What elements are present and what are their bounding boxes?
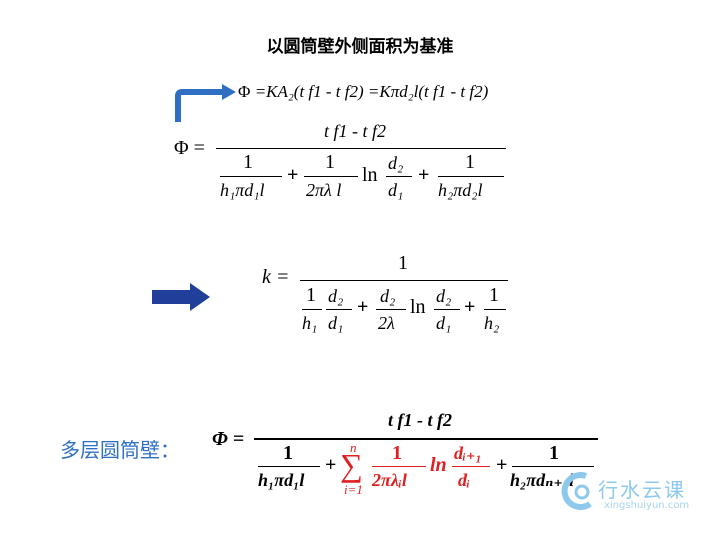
ml-main-fraction-bar [254, 438, 598, 440]
k-main-fraction-bar [300, 280, 508, 282]
k-t4-den: d₁ [436, 313, 452, 333]
k-t3-den: 2λ [378, 313, 395, 333]
phi-term1-num: 1 [243, 151, 253, 173]
ml-numerator: t f1 - t f2 [388, 410, 452, 430]
ml-t2-bar [372, 466, 426, 468]
phi-term2-num: 1 [325, 151, 335, 173]
phi-ratio-bar [386, 176, 412, 178]
watermark-text: 行水云课 [598, 478, 686, 502]
phi-term1-den: h₁πd₁l [220, 180, 265, 200]
ml-t2-den: 2πλᵢl [372, 470, 407, 490]
ml-t1-num: 1 [283, 442, 293, 464]
ml-sum-symbol: ∑ [340, 447, 363, 483]
phi-ratio-den: d₁ [388, 180, 404, 200]
k-t4-num: d₂ [436, 286, 452, 306]
k-plus-1: + [357, 296, 369, 318]
k-t1-bar [302, 309, 322, 311]
k-t2-bar [326, 309, 352, 311]
k-lhs: k = [262, 266, 290, 288]
k-t3-bar [376, 309, 406, 311]
phi-main-fraction-bar [216, 148, 506, 150]
k-ln: ln [410, 296, 426, 318]
k-t4-bar [434, 309, 460, 311]
ml-t2-num: 1 [392, 442, 402, 464]
ml-plus-1: + [325, 454, 337, 476]
k-t3-num: d₂ [380, 286, 396, 306]
phi-symbol: Φ [238, 82, 251, 101]
ml-t3-den: dᵢ [458, 470, 471, 490]
ml-t4-bar [512, 466, 594, 468]
watermark-url: xingshuiyun.com [604, 500, 690, 511]
phi-term3-den: h₂πd₂l [438, 180, 483, 200]
phi-term2-den: 2πλ l [306, 180, 342, 200]
ml-t4-den: h₂πdₙ₊₁l [510, 470, 575, 490]
phi-term2-bar [304, 176, 358, 178]
phi-term3-num: 1 [465, 151, 475, 173]
k-t2-num: d₂ [328, 286, 344, 306]
page-title: 以圆筒壁外侧面积为基准 [266, 37, 454, 57]
ml-sum-bottom: i=1 [344, 482, 363, 497]
phi-numerator: t f1 - t f2 [324, 121, 386, 141]
k-t2-den: d₁ [328, 313, 344, 333]
ml-t3-bar [452, 466, 490, 468]
k-plus-2: + [464, 296, 476, 318]
ml-lhs: Φ = [212, 428, 245, 450]
overall-equation-body: =KA₂(t f1 - t f2) =Kπd₂l(t f1 - t f2) [254, 82, 489, 101]
multilayer-label: 多层圆筒壁： [60, 438, 180, 462]
phi-ln: ln [362, 164, 378, 186]
k-t5-bar [484, 309, 506, 311]
ml-plus-2: + [496, 454, 508, 476]
ml-t3-num: dᵢ₊₁ [454, 443, 482, 463]
ml-ln: ln [430, 454, 447, 476]
phi-ratio-num: d₂ [388, 153, 404, 173]
k-numerator: 1 [398, 252, 408, 274]
right-arrow-icon [152, 283, 210, 311]
ml-sum-top: n [350, 440, 357, 455]
phi-plus-1: + [287, 164, 299, 186]
phi-lhs: Φ = [174, 137, 205, 159]
k-t5-num: 1 [489, 284, 499, 306]
overall-heat-flow-equation: Φ =KA₂(t f1 - t f2) =Kπd₂l(t f1 - t f2) [238, 82, 488, 102]
k-t1-num: 1 [306, 284, 316, 306]
ml-t4-num: 1 [549, 442, 559, 464]
ml-t1-den: h₁πd₁l [258, 470, 305, 490]
phi-term1-bar [220, 176, 282, 178]
k-t5-den: h₂ [484, 313, 500, 333]
phi-term3-bar [438, 176, 504, 178]
watermark-logo-icon [561, 472, 592, 511]
ml-t1-bar [258, 466, 320, 468]
elbow-arrow-icon [175, 84, 236, 122]
k-t1-den: h₁ [302, 313, 318, 333]
phi-plus-2: + [418, 164, 430, 186]
